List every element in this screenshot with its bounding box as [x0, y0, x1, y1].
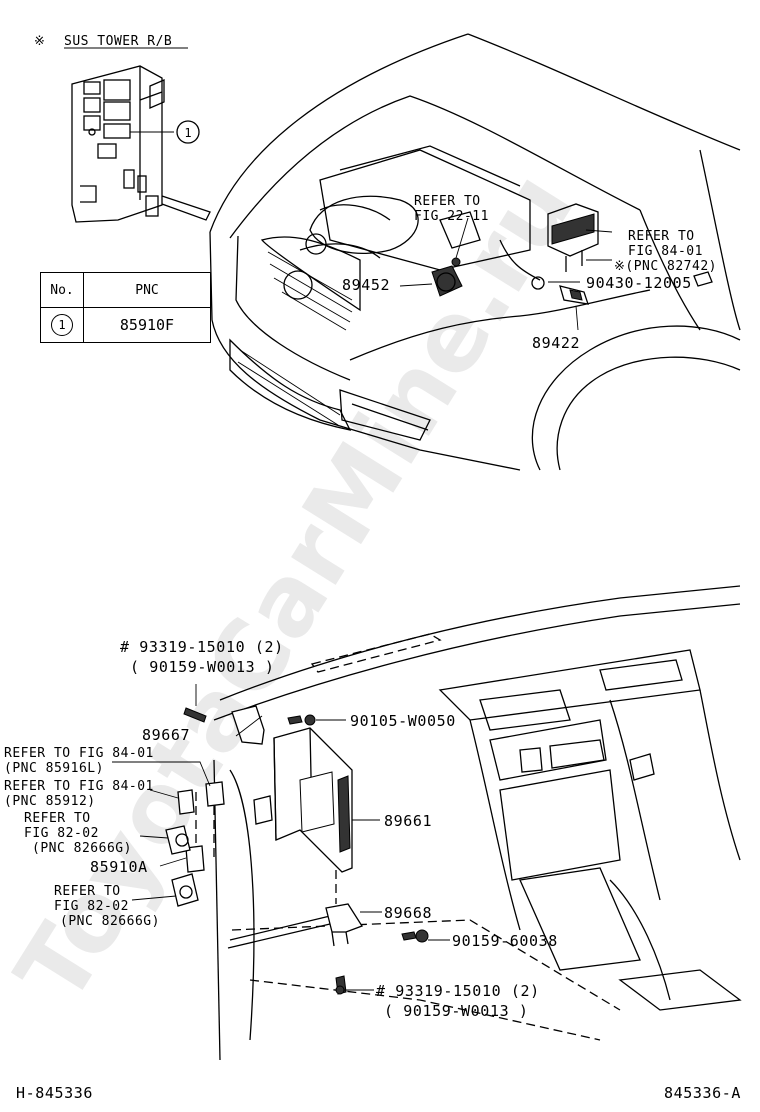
refer-fig82-02-b-line1: REFER TO	[54, 884, 121, 899]
refer-fig82-02-a-line3: (PNC 82666G)	[32, 841, 132, 856]
part-89422: 89422	[532, 334, 580, 352]
footer-left-code: H-845336	[16, 1084, 93, 1102]
table-row: 1 85910F	[40, 307, 211, 343]
refer-fig84-line3: ※(PNC 82742)	[614, 259, 717, 274]
header-mark: ※	[34, 34, 45, 49]
part-85910a: 85910A	[90, 858, 148, 876]
pnc-table: No. PNC 1 85910F	[40, 272, 211, 343]
refer-fig82-02-b-line3: (PNC 82666G)	[60, 914, 160, 929]
refer-fig84-line2: FIG 84-01	[628, 244, 703, 259]
refer-fig84-01-b-line1: REFER TO FIG 84-01	[4, 779, 154, 794]
refer-fig82-02-a-line2: FIG 82-02	[24, 826, 99, 841]
refer-fig84-01-b-line2: (PNC 85912)	[4, 794, 96, 809]
part-90159-60038: 90159-60038	[452, 932, 558, 950]
table-cell-no: 1	[40, 307, 84, 343]
part-93319-top: # 93319-15010 (2)	[120, 638, 284, 656]
refer-fig82-02-b-line2: FIG 82-02	[54, 899, 129, 914]
dashboard-drawing	[112, 585, 742, 1061]
part-89452: 89452	[342, 276, 390, 294]
table-header-pnc: PNC	[83, 272, 211, 308]
table-header-row: No. PNC	[40, 272, 211, 308]
refer-fig22-line2: FIG 22-11	[414, 209, 489, 224]
callout-number: 1	[184, 126, 191, 140]
part-90430-12005: 90430-12005	[586, 274, 692, 292]
refer-fig84-01-a-line2: (PNC 85916L)	[4, 761, 104, 776]
car-front-drawing	[209, 33, 741, 471]
relay-block-drawing	[71, 65, 211, 223]
refer-fig84-line1: REFER TO	[628, 229, 695, 244]
part-89668: 89668	[384, 904, 432, 922]
refer-fig22-line1: REFER TO	[414, 194, 481, 209]
part-90105-w0050: 90105-W0050	[350, 712, 456, 730]
footer-right-code: 845336-A	[664, 1084, 741, 1102]
part-89667: 89667	[142, 726, 190, 744]
part-90159-w0013-bottom: ( 90159-W0013 )	[384, 1002, 528, 1020]
part-90159-w0013-top: ( 90159-W0013 )	[130, 658, 274, 676]
refer-fig82-02-a-line1: REFER TO	[24, 811, 91, 826]
refer-fig84-01-a-line1: REFER TO FIG 84-01	[4, 746, 154, 761]
part-89661: 89661	[384, 812, 432, 830]
table-header-no: No.	[40, 272, 84, 308]
header-title: SUS TOWER R/B	[64, 34, 172, 49]
header-label: ※ SUS TOWER R/B	[34, 34, 188, 49]
table-cell-pnc: 85910F	[83, 307, 211, 343]
row-number-circle: 1	[51, 314, 73, 336]
part-93319-bottom: # 93319-15010 (2)	[376, 982, 540, 1000]
